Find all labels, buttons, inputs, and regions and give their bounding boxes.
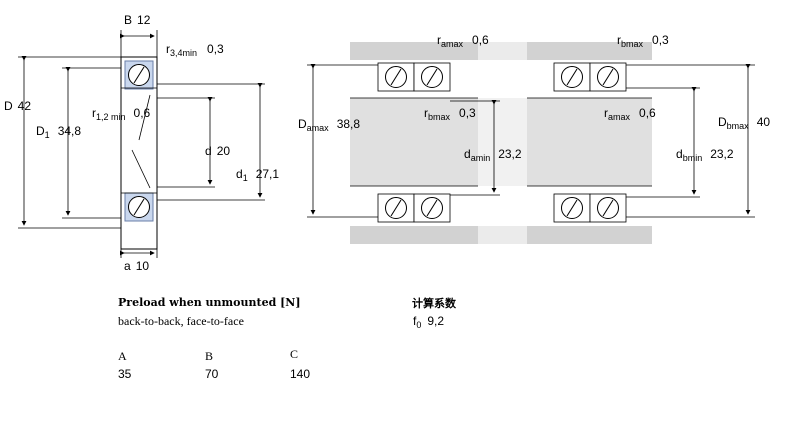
preload-heading: Preload when unmounted [N] — [118, 296, 301, 309]
single-bearing-section — [18, 30, 265, 258]
mounted-arrangement — [307, 42, 755, 244]
preload-val-b: 70 — [205, 367, 219, 381]
preload-col-b: B — [205, 349, 214, 363]
calc-factors-heading: 计算系数 — [412, 297, 456, 310]
preload-col-a: A — [118, 349, 127, 363]
preload-val-c: 140 — [290, 367, 311, 381]
preload-val-a: 35 — [118, 367, 132, 381]
preload-col-c: C — [290, 347, 299, 361]
preload-subtitle: back-to-back, face-to-face — [118, 314, 244, 328]
